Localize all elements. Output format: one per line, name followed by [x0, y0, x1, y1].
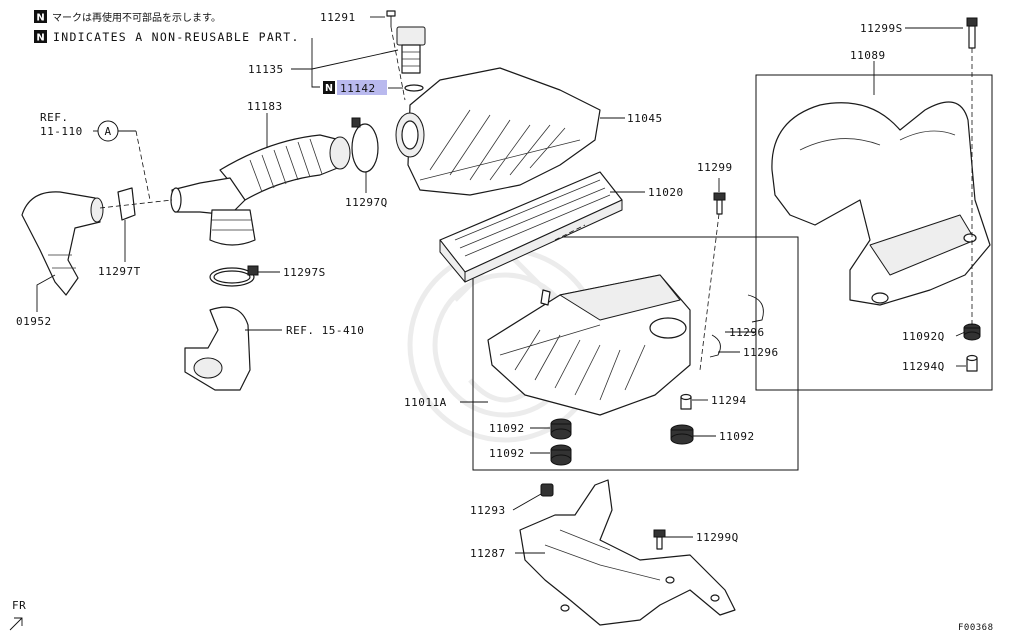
- label-11092-c: 11092: [719, 430, 755, 443]
- air-cleaner-case-box: [472, 236, 799, 471]
- part-11142-oring: [404, 84, 424, 92]
- part-11299s-bolt: [966, 17, 978, 49]
- highlight-11142: [337, 80, 387, 95]
- part-11092-grommet-b: [550, 444, 572, 466]
- part-11299-bolt: [713, 192, 726, 215]
- part-11293-nut: [540, 483, 554, 497]
- part-11092-grommet-c: [670, 424, 694, 445]
- part-11092q-grommet: [963, 323, 981, 341]
- label-11089: 11089: [850, 49, 886, 62]
- label-11296-a: 11296: [729, 326, 765, 339]
- label-11296-b: 11296: [743, 346, 779, 359]
- label-11287: 11287: [470, 547, 506, 560]
- part-11291-screw: [370, 10, 396, 27]
- part-11296-clip-a: [747, 294, 764, 323]
- part-11287-bracket: [519, 479, 736, 626]
- part-11297t-clip: [117, 187, 136, 221]
- label-11092q: 11092Q: [902, 330, 945, 343]
- label-11294q: 11294Q: [902, 360, 945, 373]
- legend-badge-jp: N: [36, 13, 44, 24]
- label-11293: 11293: [470, 504, 506, 517]
- label-11299s: 11299S: [860, 22, 903, 35]
- ref-circle-a: [97, 120, 119, 142]
- ref-15-410-elbow: [184, 306, 251, 391]
- label-11135: 11135: [248, 63, 284, 76]
- part-11045-upper-case: [395, 67, 601, 196]
- label-ref-11-110-a: REF.: [40, 111, 69, 124]
- legend-badge-en: N: [36, 33, 44, 44]
- legend: N マークは再使用不可部品を示します。 N INDICATES A NON-RE…: [34, 10, 300, 44]
- part-11092-grommet-a: [550, 418, 572, 440]
- legend-en-note: INDICATES A NON-REUSABLE PART.: [53, 30, 300, 44]
- part-11183-hose: [170, 134, 351, 246]
- part-11296-clip-b: [709, 334, 721, 358]
- part-11299q-bolt: [653, 529, 666, 550]
- label-11183: 11183: [247, 100, 283, 113]
- label-11299: 11299: [697, 161, 733, 174]
- badge-11142-text: N: [325, 83, 333, 94]
- part-11297q-clamp: [351, 117, 379, 173]
- label-11299q: 11299Q: [696, 531, 739, 544]
- part-01952-inlet-duct: [21, 191, 104, 296]
- label-11297t: 11297T: [98, 265, 141, 278]
- label-ref-11-110-b: 11-110: [40, 125, 83, 138]
- ref-circle-label: A: [104, 125, 111, 138]
- part-11294q-collar: [966, 354, 978, 372]
- label-ref-15-410: REF. 15-410: [286, 324, 364, 337]
- fr-arrow-icon: [9, 617, 23, 631]
- label-11092-a: 11092: [489, 422, 525, 435]
- label-11297q: 11297Q: [345, 196, 388, 209]
- center-lines: [99, 26, 973, 371]
- label-11297s: 11297S: [283, 266, 326, 279]
- label-11045: 11045: [627, 112, 663, 125]
- label-drawing-code: F00368: [958, 623, 994, 633]
- label-11020: 11020: [648, 186, 684, 199]
- label-11011a: 11011A: [404, 396, 447, 409]
- part-11089-intake-duct: [771, 101, 991, 306]
- nonreusable-badge-11142: [323, 81, 335, 94]
- label-fr: FR: [12, 599, 26, 612]
- label-11294: 11294: [711, 394, 747, 407]
- leader-lines: [36, 27, 966, 554]
- part-11011a-lower-case: [487, 274, 691, 416]
- legend-jp-note: マークは再使用不可部品を示します。: [52, 11, 221, 24]
- part-11135-sensor: [396, 26, 426, 74]
- part-11294-collar: [680, 393, 692, 410]
- label-11142: 11142: [340, 82, 376, 95]
- part-11297s-clamp: [209, 265, 259, 287]
- part-labels: 11291 11135 11142 11183 REF. 11-110 1104…: [12, 11, 994, 633]
- part-11020-filter: [439, 171, 623, 283]
- label-11092-b: 11092: [489, 447, 525, 460]
- label-11291: 11291: [320, 11, 356, 24]
- label-01952: 01952: [16, 315, 52, 328]
